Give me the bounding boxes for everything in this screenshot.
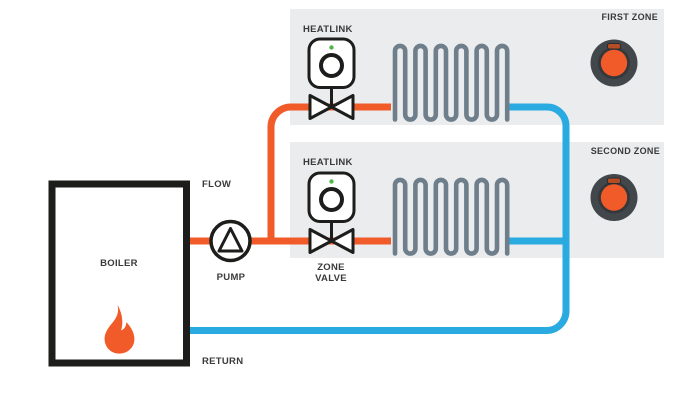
thermostat-display bbox=[607, 43, 621, 50]
zone-valve-icon-zone2 bbox=[308, 228, 355, 254]
thermostat-display bbox=[607, 177, 621, 184]
heatlink-device-zone2 bbox=[307, 171, 356, 241]
heatlink-status-led bbox=[329, 45, 334, 50]
first-zone-label: FIRST ZONE bbox=[601, 12, 658, 22]
flame-icon bbox=[104, 305, 135, 354]
radiator-coil-zone1 bbox=[392, 43, 510, 122]
zone-valve-icon-zone1 bbox=[308, 94, 355, 120]
heatlink-label-zone1: HEATLINK bbox=[303, 24, 353, 35]
heatlink-status-led bbox=[329, 179, 334, 184]
pump-circle-triangle-icon bbox=[209, 219, 252, 263]
boiler-label: BOILER bbox=[100, 258, 138, 269]
flow-pipe-riser bbox=[267, 103, 391, 244]
flow-label: FLOW bbox=[202, 179, 232, 190]
thermostat-dial-zone2 bbox=[590, 174, 638, 221]
radiator-coil-zone2 bbox=[392, 177, 510, 256]
second-zone-label: SECOND ZONE bbox=[590, 146, 660, 156]
return-pipe bbox=[189, 103, 570, 334]
heatlink-device-zone1 bbox=[307, 37, 356, 107]
return-label: RETURN bbox=[202, 356, 244, 367]
heatlink-label-zone2: HEATLINK bbox=[303, 157, 353, 168]
pump-label: PUMP bbox=[216, 272, 246, 283]
thermostat-dial-zone1 bbox=[590, 39, 638, 87]
